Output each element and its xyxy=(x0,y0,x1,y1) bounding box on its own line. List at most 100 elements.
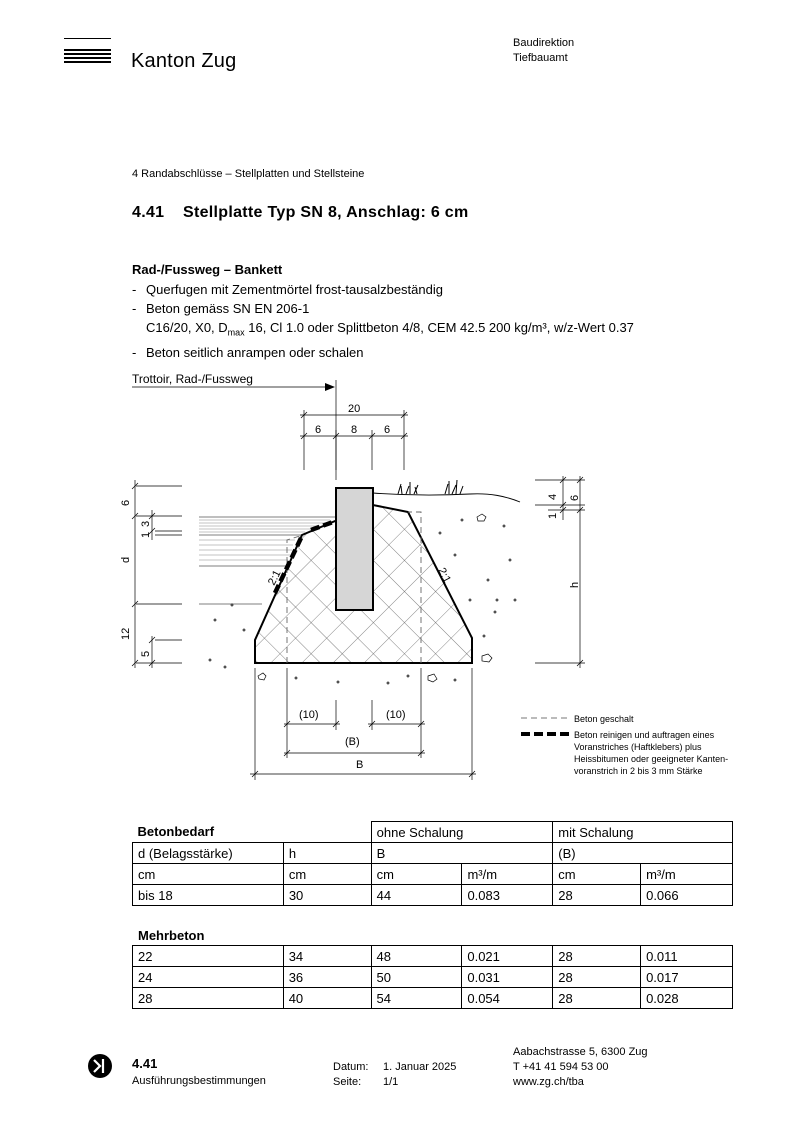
table-cell: 0.031 xyxy=(461,966,554,988)
table-row: Betonbedarf ohne Schalung mit Schalung xyxy=(132,821,733,843)
note-text: C16/20, X0, D xyxy=(146,320,228,335)
table-cell: 44 xyxy=(370,884,463,906)
dim-20: 20 xyxy=(348,403,360,415)
table-cell: 28 xyxy=(132,987,284,1009)
table-header-betonbedarf: Betonbedarf xyxy=(132,821,372,843)
dim-right-1: 1 xyxy=(547,513,559,519)
table-cell: 0.066 xyxy=(640,884,733,906)
table-cell: 0.028 xyxy=(640,987,733,1009)
table-row: cm cm cm m³/m cm m³/m xyxy=(132,863,733,885)
table-cell: h xyxy=(282,842,372,864)
table-cell: 0.017 xyxy=(640,966,733,988)
trottoir-label: Trottoir, Rad-/Fussweg xyxy=(132,372,253,386)
table-cell: 54 xyxy=(370,987,463,1009)
table-cell: 22 xyxy=(132,945,284,967)
table-cell: d (Belagsstärke) xyxy=(132,842,284,864)
table-cell: 0.054 xyxy=(461,987,554,1009)
address: Aabachstrasse 5, 6300 Zug xyxy=(513,1046,648,1058)
table-cell: m³/m xyxy=(640,863,733,885)
table-cell: 30 xyxy=(282,884,372,906)
legend-bitumen-4: voranstrich in 2 bis 3 mm Stärke xyxy=(574,766,703,776)
legend: Beton geschalt Beton reinigen und auftra… xyxy=(574,713,728,777)
table-cell: cm xyxy=(132,863,284,885)
legend-bitumen-2: Voranstriches (Haftklebers) plus xyxy=(574,742,702,752)
website-link[interactable]: www.zg.ch/tba xyxy=(513,1076,584,1088)
legend-formwork: Beton geschalt xyxy=(574,714,634,724)
table-cell: 34 xyxy=(282,945,372,967)
dim-left-d: d xyxy=(120,557,132,563)
table-header-mit: mit Schalung xyxy=(552,821,733,843)
page-title: 4.41 Stellplatte Typ SN 8, Anschlag: 6 cm xyxy=(132,204,469,222)
table-cell: 0.011 xyxy=(640,945,733,967)
dim-B-paren: (B) xyxy=(345,736,360,748)
subscript-max: max xyxy=(227,327,245,338)
note-item: -Querfugen mit Zementmörtel frost-tausal… xyxy=(132,282,443,297)
table-cell: B xyxy=(370,842,554,864)
table-cell: 24 xyxy=(132,966,284,988)
seite-label: Seite: xyxy=(333,1076,362,1088)
concrete-demand-table: Betonbedarf ohne Schalung mit Schalung d… xyxy=(132,821,733,906)
table-cell: cm xyxy=(370,863,463,885)
footer-number: 4.41 xyxy=(132,1056,158,1071)
dim-right-6: 6 xyxy=(569,495,581,501)
arrow-head xyxy=(325,383,335,391)
note-item: -Beton seitlich anrampen oder schalen xyxy=(132,344,364,360)
department: Baudirektion Tiefbauamt xyxy=(513,36,574,66)
ground-line xyxy=(372,492,521,503)
notes-list: -Querfugen mit Zementmörtel frost-tausal… xyxy=(132,280,634,362)
note-text: Beton gemäss SN EN 206-1 xyxy=(146,301,310,316)
canton-logo-lines xyxy=(64,38,111,65)
footer-text: Ausführungsbestimmungen xyxy=(132,1075,266,1087)
dim-right-4: 4 xyxy=(547,494,559,500)
table-row: 22 34 48 0.021 28 0.011 xyxy=(132,945,733,967)
dim-10-right: (10) xyxy=(386,709,406,721)
grass-icon xyxy=(397,479,464,495)
dim-6-right: 6 xyxy=(384,424,390,436)
table-row: 24 36 50 0.031 28 0.017 xyxy=(132,966,733,988)
legend-bitumen-3: Heissbitumen oder geeigneter Kanten- xyxy=(574,754,729,764)
curb-stone xyxy=(335,487,374,611)
footer-meta: Datum: 1. Januar 2025 Seite: 1/1 xyxy=(333,1060,456,1090)
dim-left-12: 12 xyxy=(120,628,132,640)
dim-left-1: 1 xyxy=(140,532,152,538)
table-cell: cm xyxy=(552,863,642,885)
table-cell: 28 xyxy=(552,884,642,906)
table-cell: 28 xyxy=(552,987,642,1009)
note-text: Querfugen mit Zementmörtel frost-tausalz… xyxy=(146,282,443,297)
right-dimensions xyxy=(535,476,585,668)
seite-value: 1/1 xyxy=(383,1076,399,1088)
dim-left-5: 5 xyxy=(140,651,152,657)
legend-bitumen-1: Beton reinigen und auftragen eines xyxy=(574,730,715,740)
table-row: d (Belagsstärke) h B (B) xyxy=(132,842,733,864)
table-cell: bis 18 xyxy=(132,884,284,906)
title-text: Stellplatte Typ SN 8, Anschlag: 6 cm xyxy=(183,204,469,221)
dept-line-1: Baudirektion xyxy=(513,37,575,49)
table-cell: 40 xyxy=(282,987,372,1009)
table-cell: 50 xyxy=(370,966,463,988)
left-dimensions xyxy=(131,480,182,668)
pavement-layers xyxy=(199,516,335,605)
table-cell: 28 xyxy=(552,945,642,967)
datum-label: Datum: xyxy=(333,1061,369,1073)
datum-value: 1. Januar 2025 xyxy=(383,1061,457,1073)
table-cell: 0.083 xyxy=(461,884,554,906)
dim-left-3: 3 xyxy=(140,521,152,527)
table-cell: 28 xyxy=(552,966,642,988)
formwork-lines xyxy=(286,511,422,663)
footer-address: Aabachstrasse 5, 6300 Zug T +41 41 594 5… xyxy=(513,1045,648,1090)
note-text: Beton seitlich anrampen oder schalen xyxy=(146,344,364,360)
mehrbeton-table: 22 34 48 0.021 28 0.011 24 36 50 0.031 2… xyxy=(132,945,733,1009)
dim-10-left: (10) xyxy=(299,709,319,721)
note-item: -Beton gemäss SN EN 206-1 xyxy=(132,301,310,316)
table-header-ohne: ohne Schalung xyxy=(370,821,554,843)
bottom-dimensions xyxy=(250,668,476,780)
subtitle: Rad-/Fussweg – Bankett xyxy=(132,262,283,277)
note-continuation: C16/20, X0, Dmax 16, Cl 1.0 oder Splittb… xyxy=(132,318,634,343)
bitumen-strip xyxy=(272,519,334,594)
gravel-icon xyxy=(208,513,517,685)
phone: T +41 41 594 53 00 xyxy=(513,1061,609,1073)
title-number: 4.41 xyxy=(132,204,165,221)
top-dimensions xyxy=(300,410,408,470)
section-label: 4 Randabschlüsse – Stellplatten und Stel… xyxy=(132,168,365,180)
